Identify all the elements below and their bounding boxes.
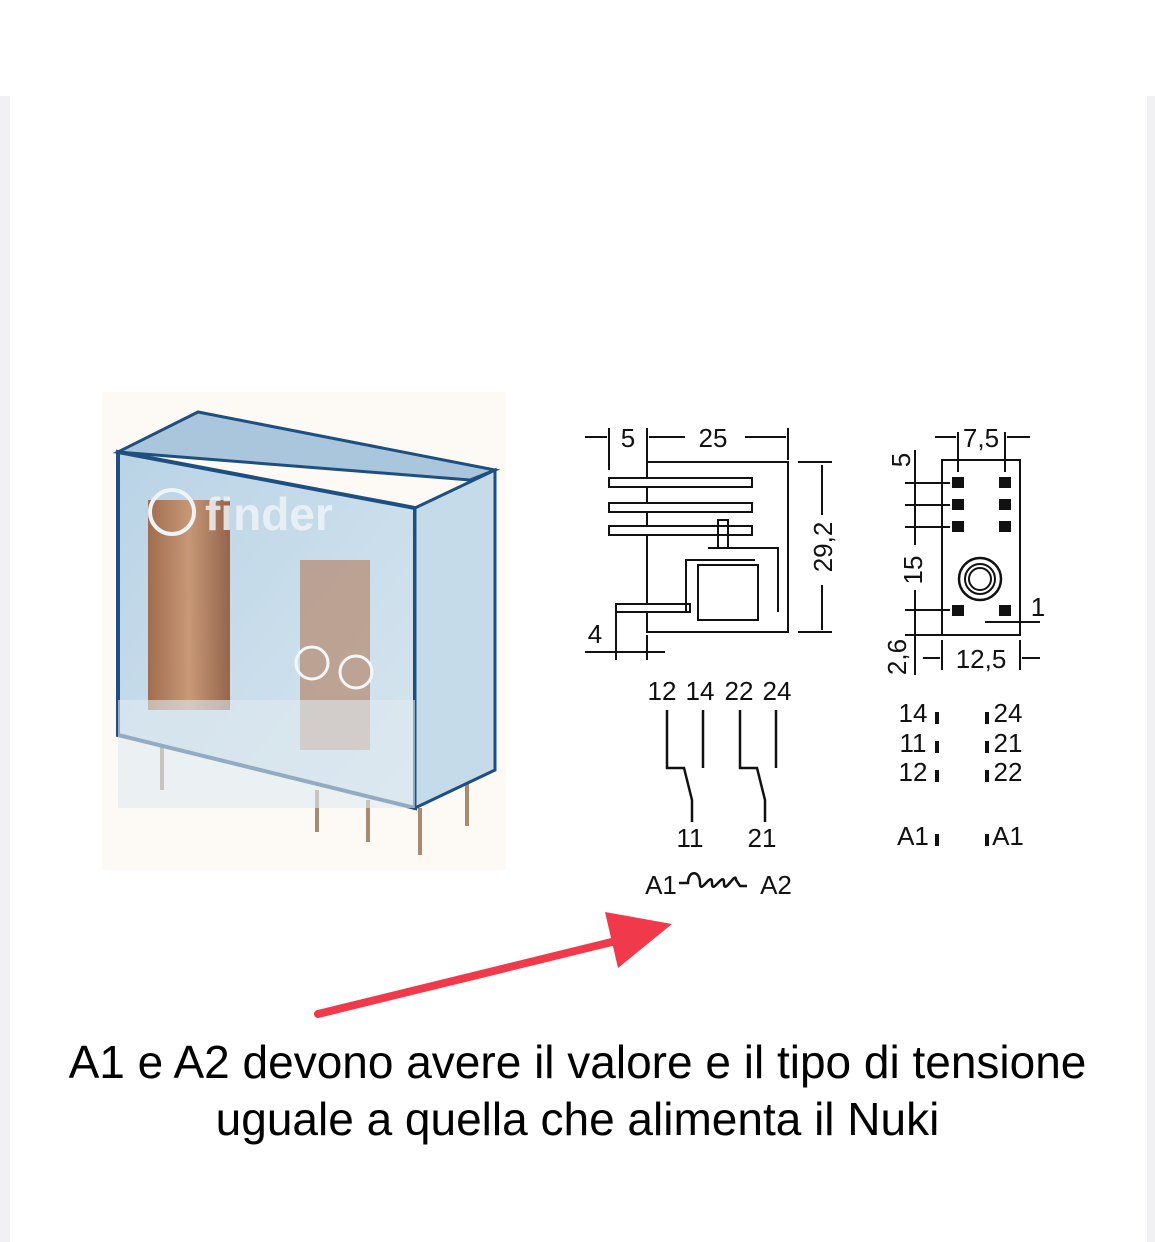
pin-label: A1 <box>992 821 1024 851</box>
terminal-22: 22 <box>725 676 754 706</box>
pin-label: 14 <box>899 698 928 728</box>
pin-label: 11 <box>900 728 927 758</box>
pin-label: 24 <box>994 698 1023 728</box>
dim-length: 25 <box>699 423 728 453</box>
pinout-drawing <box>905 432 1040 675</box>
brand-logo: finder <box>205 488 333 540</box>
pin-label: A1 <box>897 821 929 851</box>
red-arrow-icon <box>314 912 672 1018</box>
terminal-11: 11 <box>677 823 704 853</box>
coil-a1-label: A1 <box>645 870 677 900</box>
dim-pitch: 7,5 <box>963 423 999 453</box>
contact-schematic <box>665 710 778 888</box>
frame-edge-right <box>1147 96 1155 1242</box>
frame-edge-left <box>0 96 10 1242</box>
pinout-labels: 7,5 5 15 2,6 12,5 1 14 11 12 A1 24 21 22… <box>882 423 1045 851</box>
schematic-labels: 12 14 22 24 11 21 A1 A2 <box>645 676 792 900</box>
terminal-12: 12 <box>648 676 677 706</box>
finder-logo-icon <box>148 488 196 536</box>
dim-pin-bottom: 4 <box>588 619 602 649</box>
pin-label: 12 <box>899 757 928 787</box>
relay-photo: finder <box>102 392 506 870</box>
dim-mid: 15 <box>898 556 928 585</box>
dim-edge: 1 <box>1031 592 1045 622</box>
caption-line-2: uguale a quella che alimenta il Nuki <box>215 1093 940 1145</box>
dim-pin-offset: 5 <box>621 423 635 453</box>
caption-line-1: A1 e A2 devono avere il valore e il tipo… <box>68 1036 1087 1088</box>
pin-label: 21 <box>994 728 1023 758</box>
dim-width: 12,5 <box>956 644 1007 674</box>
coil-a2-label: A2 <box>760 870 792 900</box>
pin-label: 22 <box>994 757 1023 787</box>
terminal-24: 24 <box>763 676 792 706</box>
dim-top: 5 <box>886 453 916 467</box>
terminal-14: 14 <box>686 676 715 706</box>
coil-icon <box>679 872 747 888</box>
terminal-21: 21 <box>748 823 777 853</box>
dim-height: 29,2 <box>808 522 838 573</box>
side-view-drawing <box>585 428 832 660</box>
dim-bottom: 2,6 <box>882 639 912 675</box>
